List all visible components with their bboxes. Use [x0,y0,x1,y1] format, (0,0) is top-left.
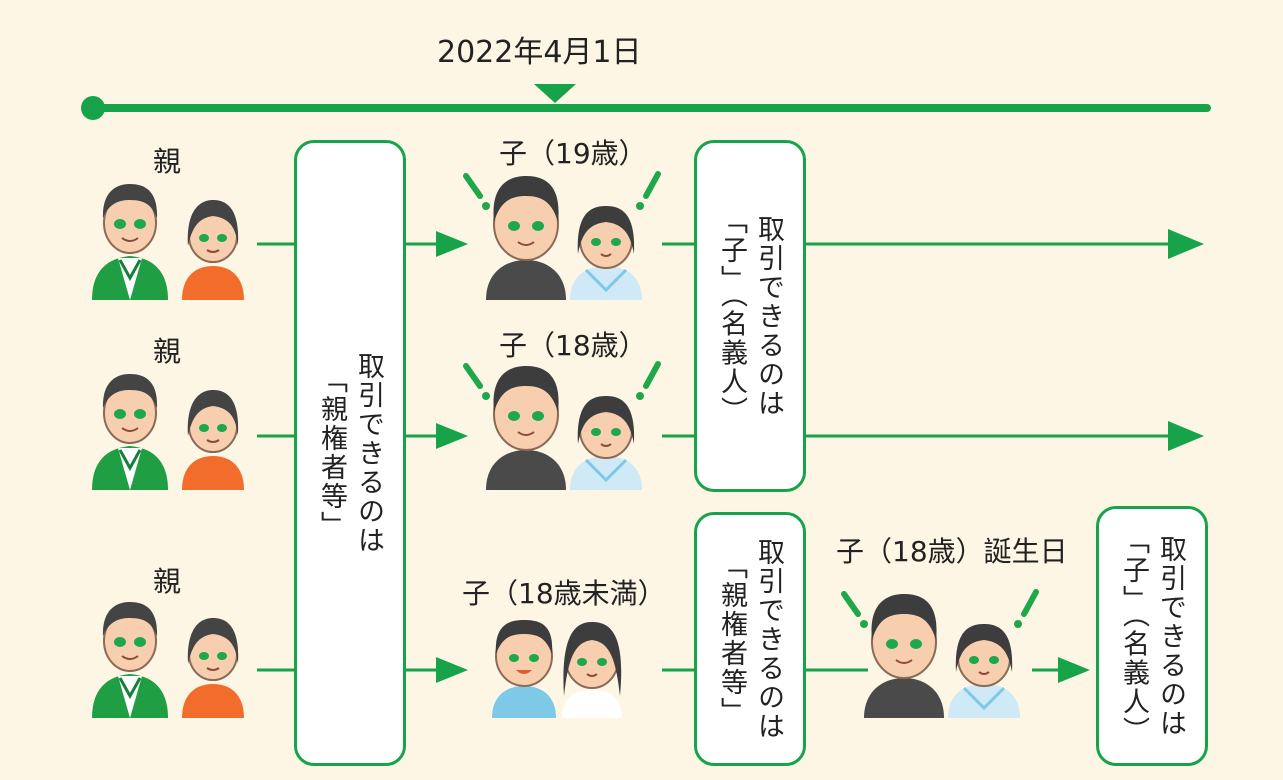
box-line: 「親権者等」 [316,366,347,540]
timeline-date: 2022年4月1日 [437,35,642,70]
birthday-label: 子（18歳）誕生日 [836,535,1068,568]
parent-label: 親 [153,145,182,178]
mother-icon [182,618,244,718]
box-line: 「子」（名義人） [716,206,747,426]
box-line: 「親権者等」 [716,552,747,726]
arrow-head-icon [1058,657,1090,683]
birthday-children-icon [841,589,1039,718]
box-line: 取引できるのは [753,214,785,418]
arrow-head-icon [436,657,468,683]
birthday-holder-box: 取引できるのは 「子」（名義人） [1096,506,1208,766]
timeline [81,84,1211,120]
father-icon [92,374,168,490]
child-label: 子（18歳未満） [462,577,666,610]
arrow-head-icon [1168,229,1204,259]
box-line: 取引できるのは [353,351,385,555]
mother-icon [182,390,244,490]
minor-guardian-box: 取引できるのは 「親権者等」 [694,512,806,766]
teen-children-icon [463,361,661,490]
child-holder-box: 取引できるのは 「子」（名義人） [694,140,806,492]
arrow-head-icon [436,423,468,449]
child-label: 子（19歳） [499,137,647,170]
mother-icon [182,200,244,300]
arrow-head-icon [436,231,468,257]
timeline-marker-icon [534,84,576,103]
father-icon [92,184,168,300]
box-line: 「子」（名義人） [1118,526,1149,746]
child-label: 子（18歳） [499,329,647,362]
teen-children-icon [463,171,661,300]
box-line: 取引できるのは [1155,534,1187,738]
parent-guardian-box: 取引できるのは 「親権者等」 [294,140,406,766]
father-icon [92,602,168,718]
young-children-icon [492,620,622,718]
parent-label: 親 [153,565,182,598]
parent-label: 親 [153,335,182,368]
box-line: 取引できるのは [753,537,785,741]
arrow-head-icon [1168,421,1204,451]
